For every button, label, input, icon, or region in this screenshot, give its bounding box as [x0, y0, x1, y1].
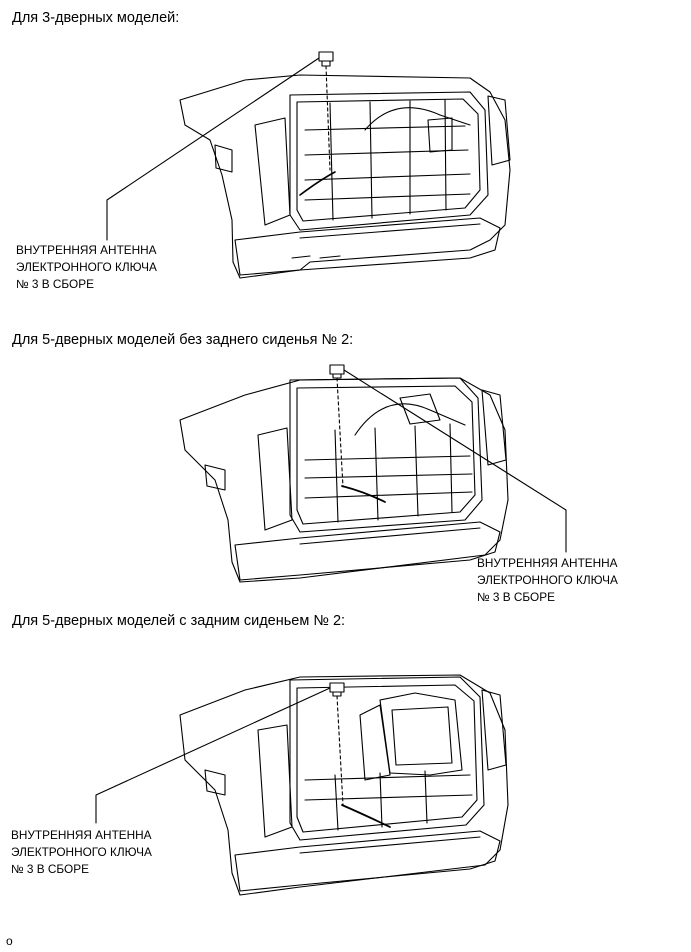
section-2-callout: ВНУТРЕННЯЯ АНТЕННА ЭЛЕКТРОННОГО КЛЮЧА № … — [477, 555, 618, 606]
section-1-heading: Для 3-дверных моделей: — [12, 10, 180, 26]
callout-line: ВНУТРЕННЯЯ АНТЕННА — [477, 556, 618, 570]
section-3-callout: ВНУТРЕННЯЯ АНТЕННА ЭЛЕКТРОННОГО КЛЮЧА № … — [11, 827, 152, 878]
footer-mark: о — [6, 934, 13, 948]
callout-line: ЭЛЕКТРОННОГО КЛЮЧА — [11, 845, 152, 859]
vehicle-body-outline — [179, 674, 509, 896]
vehicle-rear-5door-with-seat-drawing — [95, 674, 509, 896]
callout-leader-line-3 — [95, 687, 331, 824]
callout-leader-line-2 — [343, 369, 567, 553]
vehicle-rear-5door-no-seat-drawing — [179, 364, 567, 583]
vehicle-body-outline — [179, 74, 511, 279]
callout-line: № 3 В СБОРЕ — [16, 277, 94, 291]
section-2-figure — [0, 350, 691, 600]
callout-line: ЭЛЕКТРОННОГО КЛЮЧА — [16, 260, 157, 274]
callout-leader-line-1 — [106, 57, 320, 241]
callout-line: № 3 В СБОРЕ — [11, 862, 89, 876]
vehicle-rear-3door-drawing — [106, 51, 511, 279]
section-1-figure — [0, 0, 691, 300]
callout-line: № 3 В СБОРЕ — [477, 590, 555, 604]
callout-line: ВНУТРЕННЯЯ АНТЕННА — [16, 243, 157, 257]
section-2-heading: Для 5-дверных моделей без заднего сидень… — [12, 332, 354, 348]
section-3-figure — [0, 655, 691, 925]
callout-line: ВНУТРЕННЯЯ АНТЕННА — [11, 828, 152, 842]
section-3-heading: Для 5-дверных моделей с задним сиденьем … — [12, 613, 346, 629]
section-1-callout: ВНУТРЕННЯЯ АНТЕННА ЭЛЕКТРОННОГО КЛЮЧА № … — [16, 242, 157, 293]
callout-line: ЭЛЕКТРОННОГО КЛЮЧА — [477, 573, 618, 587]
vehicle-body-outline — [179, 377, 509, 583]
